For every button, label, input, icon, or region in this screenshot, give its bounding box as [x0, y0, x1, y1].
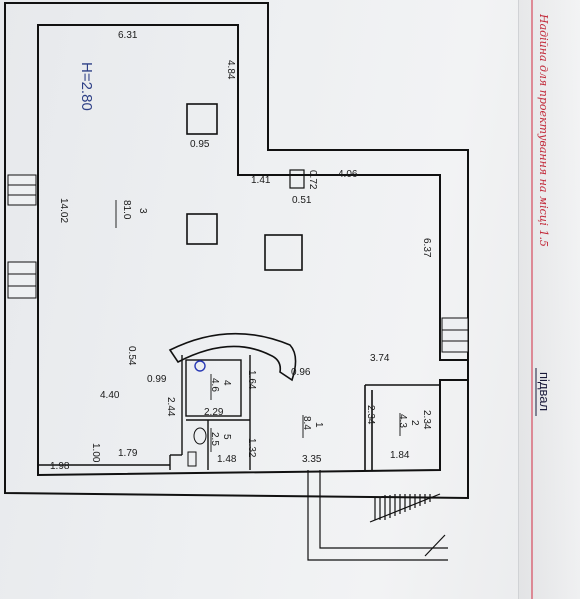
- dim-niche-h: 0.72: [307, 170, 318, 190]
- dim-niche-w: 0.51: [292, 195, 312, 206]
- column-2: [186, 213, 218, 245]
- dim-wc-w: 1.48: [217, 454, 237, 465]
- room-3-number: 3: [137, 208, 148, 214]
- room-1-area: 8.4: [301, 416, 312, 430]
- dim-left-lower: 4.40: [100, 390, 120, 401]
- dim-bottom-mid: 3.35: [302, 454, 322, 465]
- dim-room2-h-left: 2.34: [365, 405, 376, 425]
- dim-stair-h: 2.44: [165, 397, 176, 417]
- room-2-number: 2: [409, 420, 420, 426]
- inner-partitions: [38, 355, 251, 470]
- sink-icon: [187, 451, 197, 467]
- dim-left-length: 14.02: [58, 198, 69, 223]
- dim-step-a: 1.41: [251, 175, 271, 186]
- inner-wall: [37, 24, 469, 477]
- dim-bottom-left: 1.98: [50, 461, 70, 472]
- room-3-area: 81.0: [121, 200, 132, 220]
- dim-room4-h: 1.64: [246, 370, 257, 390]
- curved-partition: [168, 332, 297, 382]
- toilet-icon: [193, 427, 207, 445]
- dim-wc-h: 1.32: [246, 438, 257, 458]
- dim-bottom-right: 3.74: [370, 353, 390, 364]
- niche: [289, 169, 305, 189]
- column-1: [186, 103, 218, 135]
- dim-column1: 0.95: [190, 139, 210, 150]
- dim-arc-right: 0.96: [291, 367, 311, 378]
- paper-fold: [518, 0, 580, 599]
- room-4-number: 4: [221, 380, 232, 386]
- height-label: H=2.80: [78, 62, 95, 111]
- dim-arc-w: 0.99: [147, 374, 167, 385]
- dim-upper-wall: 4.84: [225, 60, 236, 80]
- room-5-number: 5: [221, 434, 232, 440]
- dim-bottom-stub: 1.00: [90, 443, 101, 463]
- dim-room4-w: 2.29: [204, 407, 224, 418]
- dim-top-width: 6.31: [118, 30, 138, 41]
- dim-bottom-a: 1.79: [118, 448, 138, 459]
- floor-label: підвал: [537, 372, 552, 411]
- dim-arc-depth: 0.54: [126, 346, 137, 366]
- room-2-walls: [364, 384, 440, 470]
- window-lower: [7, 261, 37, 299]
- outer-wall: [4, 2, 469, 500]
- room-5-area: 2.5: [209, 432, 220, 446]
- external-stairs: [307, 470, 448, 561]
- room-4-area: 4.6: [209, 378, 220, 392]
- dim-right-side: 6.37: [421, 238, 432, 258]
- window-right: [441, 317, 469, 353]
- dim-right-top: 4.06: [338, 169, 358, 180]
- room-1-number: 1: [313, 422, 324, 428]
- window-upper: [7, 174, 37, 206]
- dim-room2-w: 1.84: [390, 450, 410, 461]
- drain-icon: [194, 360, 206, 372]
- handwritten-note: Надійна для проектування на місці 1.5: [537, 13, 550, 247]
- dim-room2-h-right: 2.34: [421, 410, 432, 430]
- column-3: [264, 234, 303, 271]
- room-2-area: 4.3: [397, 414, 408, 428]
